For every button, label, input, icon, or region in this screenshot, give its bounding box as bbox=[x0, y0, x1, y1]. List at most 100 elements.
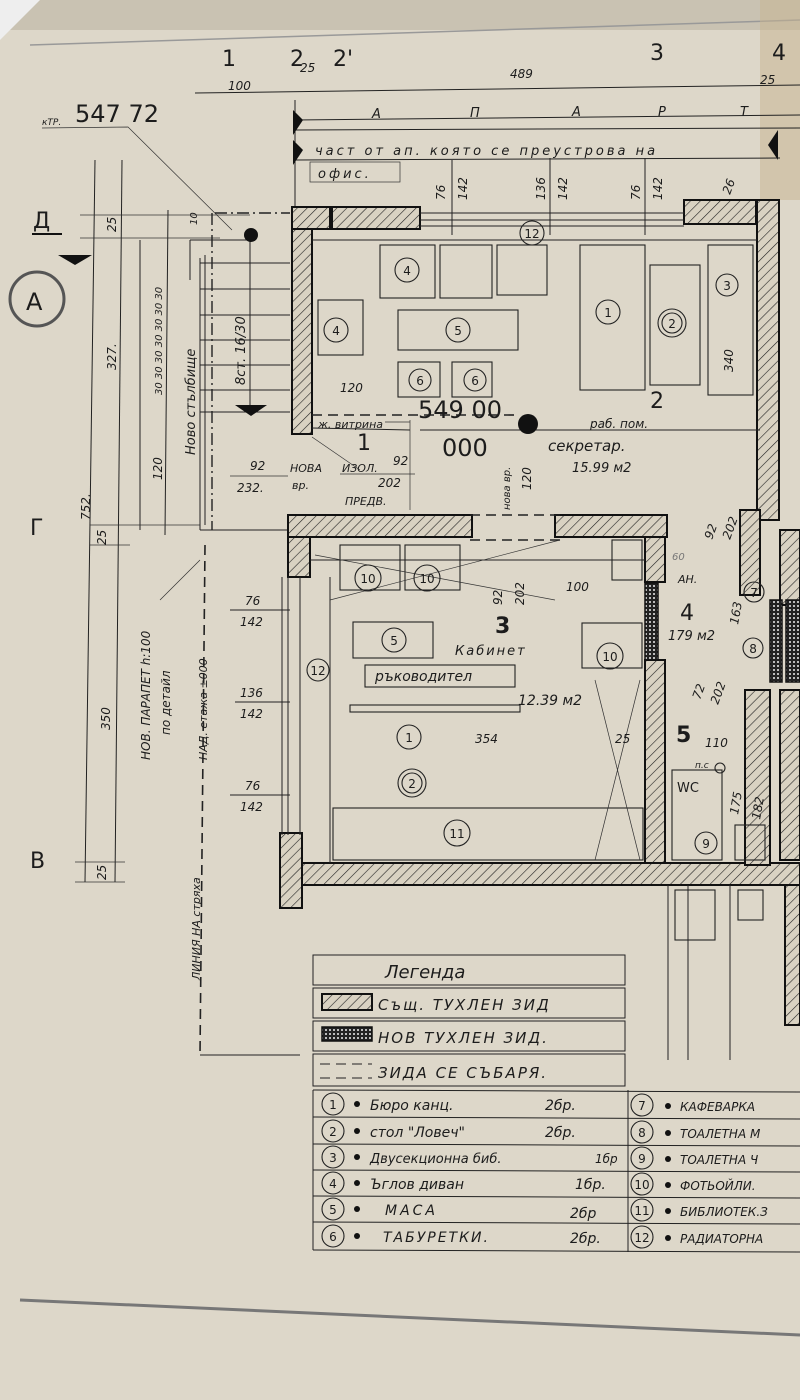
eave-line bbox=[199, 544, 206, 1056]
dim-w: 76 bbox=[629, 184, 643, 200]
furniture-marker: 12 bbox=[519, 220, 545, 246]
dim-w: 136 bbox=[534, 177, 548, 200]
furniture bbox=[314, 244, 766, 941]
dim-25: 25 bbox=[300, 61, 315, 75]
paper-corner bbox=[0, 0, 40, 40]
section-arrow-left bbox=[293, 110, 303, 135]
section-marker-circle bbox=[8, 270, 66, 328]
room-3-labels: 3 Кабинет ръководител 12.39 м2 354 25 10… bbox=[374, 467, 630, 746]
marker-number: 5 bbox=[454, 324, 462, 338]
room-4-number: 4 bbox=[680, 601, 694, 626]
elevation-leader bbox=[41, 126, 233, 231]
dim-steps: 30 30 30 30 30 30 30 bbox=[154, 287, 165, 395]
new-door-label: нова вр. bbox=[502, 467, 513, 510]
paper-top-edge bbox=[0, 0, 800, 30]
legend-new-wall-swatch bbox=[321, 1026, 373, 1042]
apt-line-1 bbox=[294, 114, 800, 121]
dim-120: 120 bbox=[151, 457, 165, 480]
top-dimension-line bbox=[194, 84, 800, 94]
axis-1: 1 bbox=[222, 47, 236, 72]
marker-number: 8 bbox=[749, 642, 757, 656]
wc-label: WC bbox=[677, 781, 699, 796]
room-2-name-2: секретар. bbox=[548, 437, 626, 455]
dim-350: 350 bbox=[99, 707, 113, 730]
dim-92: 92 bbox=[491, 590, 505, 605]
sheet-border-top bbox=[29, 19, 800, 46]
furniture-marker: 5 bbox=[381, 627, 407, 653]
legend-row-box bbox=[312, 987, 626, 1019]
apt-line-3 bbox=[294, 157, 781, 161]
dim-72: 72 bbox=[690, 682, 708, 701]
legend-item-name: ТАБУРЕТКИ. bbox=[383, 1230, 490, 1246]
furniture-marker: 6 bbox=[463, 368, 487, 392]
legend-item-name: ТОАЛЕТНА М bbox=[680, 1127, 761, 1141]
legend-item-name: Ъглов диван bbox=[370, 1177, 464, 1193]
furniture-marker: 3 bbox=[715, 273, 739, 297]
marker-number: 9 bbox=[702, 837, 710, 851]
dim-120-door: 120 bbox=[520, 467, 534, 490]
room-3-name-2: ръководител bbox=[374, 669, 472, 685]
dim-489: 489 bbox=[510, 67, 533, 81]
dim-202: 202 bbox=[513, 582, 527, 605]
furniture-marker: 7 bbox=[743, 581, 765, 603]
legend: Легенда Същ. ТУХЛЕН ЗИД НОВ ТУХЛЕН ЗИД. … bbox=[312, 954, 800, 1253]
marker-number: 5 bbox=[390, 634, 398, 648]
dim-w: 76 bbox=[245, 779, 261, 793]
dim-752: 752. bbox=[79, 493, 93, 520]
legend-row-box bbox=[312, 1053, 626, 1087]
dim-h: 142 bbox=[456, 177, 470, 200]
apartment-letters: А П А Р Т bbox=[371, 105, 749, 122]
office-note-box bbox=[309, 161, 401, 183]
furniture-marker: 5 bbox=[445, 317, 471, 343]
legend-item-name: Двусекционна биб. bbox=[369, 1152, 501, 1167]
furniture-marker: 9 bbox=[694, 831, 718, 855]
axis-G: Г bbox=[30, 516, 43, 541]
room-1-number: 1 bbox=[357, 431, 371, 456]
floor-drain-label: п.с bbox=[695, 761, 709, 771]
section-arrow-A bbox=[58, 255, 92, 265]
anteroom-label: АН. bbox=[677, 573, 697, 586]
dim-163: 163 bbox=[727, 601, 745, 626]
apartment-note: част от ап. която се преустрова на bbox=[315, 144, 658, 159]
axis-D: Д bbox=[33, 209, 50, 234]
elevation-marker bbox=[518, 414, 538, 434]
stair-steps: 8ст. 16/30 bbox=[234, 316, 249, 385]
parapet-leader bbox=[159, 559, 201, 601]
room-2-name: раб. пом. bbox=[589, 417, 648, 431]
axis-V: В bbox=[30, 849, 45, 874]
section-marker-A: A bbox=[26, 288, 43, 316]
furniture-marker: 4 bbox=[323, 317, 349, 343]
new-door-label: НОВА bbox=[290, 462, 322, 475]
dim-h: 142 bbox=[651, 177, 665, 200]
legend-row-box bbox=[312, 1020, 626, 1052]
legend-item-number: 9 bbox=[638, 1152, 646, 1166]
legend-title-box bbox=[312, 954, 626, 986]
room-3-area: 12.39 м2 bbox=[518, 693, 582, 709]
furniture-marker: 6 bbox=[408, 368, 432, 392]
furniture-marker: 1 bbox=[595, 299, 621, 325]
furniture-marker: 2 bbox=[661, 312, 683, 334]
dim-92: 92 bbox=[250, 459, 265, 473]
dim-110: 110 bbox=[705, 736, 728, 750]
marker-number: 2 bbox=[668, 317, 676, 331]
marker-number: 12 bbox=[310, 664, 325, 678]
new-door-label-2: вр. bbox=[292, 479, 309, 492]
apt-letter: А bbox=[371, 107, 381, 122]
legend-title: Легенда bbox=[384, 962, 465, 983]
insulation-label: ИЗОЛ. bbox=[342, 462, 378, 475]
apt-letter: Р bbox=[658, 105, 666, 120]
marker-number: 6 bbox=[416, 374, 424, 388]
marker-number: 3 bbox=[723, 279, 731, 293]
dim-25-right: 25 bbox=[760, 73, 775, 87]
legend-item-number: 3 bbox=[329, 1151, 337, 1165]
dim-w: 136 bbox=[240, 686, 263, 700]
axis-2: 2 bbox=[290, 47, 304, 72]
legend-item-number: 2 bbox=[329, 1125, 337, 1139]
